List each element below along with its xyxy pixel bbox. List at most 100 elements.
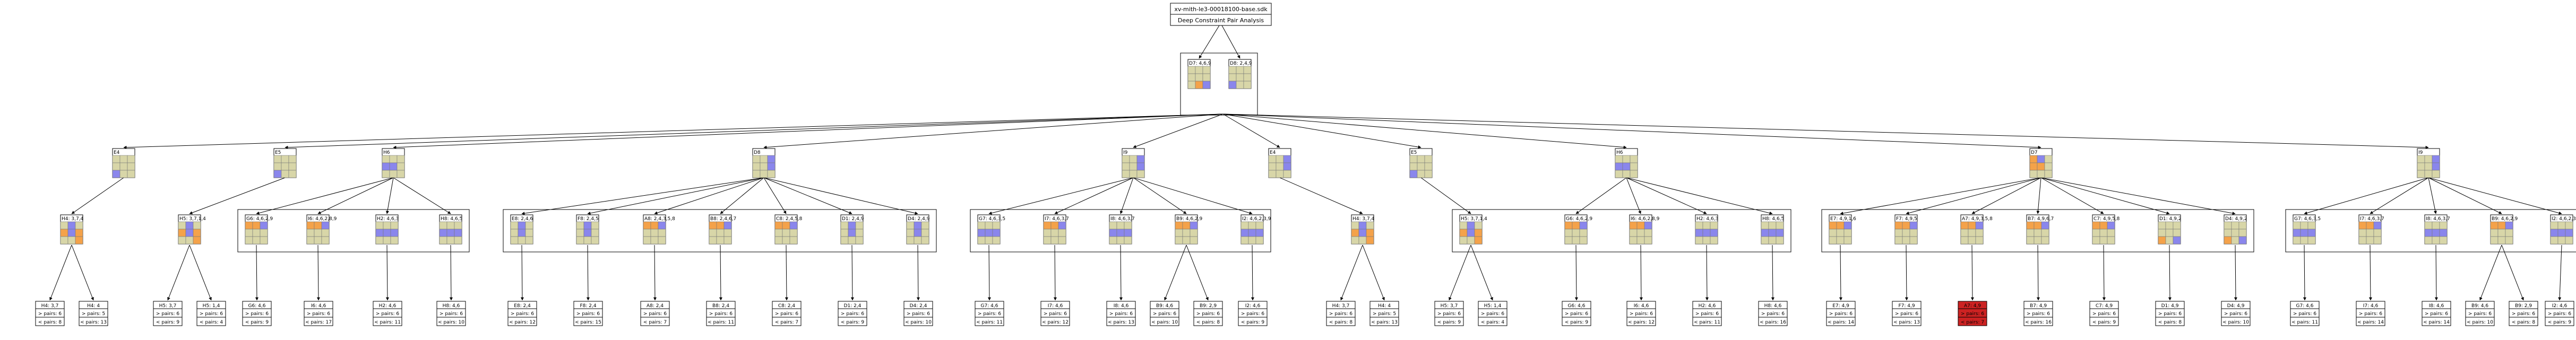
row2-node-33-label: I8: 4,6,3,7: [2426, 216, 2450, 222]
leaf-node-4: G6: 4,6> pairs: 6< pairs: 9: [242, 301, 272, 326]
leaf-pairs-lt: < pairs: 9: [1241, 320, 1264, 325]
leaf-pairs-lt: < pairs: 14: [2357, 320, 2384, 325]
leaf-pairs-lt: < pairs: 11: [374, 320, 401, 325]
row2-node-28: C7: 4,9,5,8: [2092, 214, 2120, 245]
row2-node-32: I7: 4,6,3,7: [2358, 214, 2384, 245]
leaf-node-23: H5: 3,7> pairs: 6< pairs: 9: [1434, 301, 1464, 326]
leaf-pairs-lt: < pairs: 9: [2548, 320, 2571, 325]
top-node-0: D7: 4,6,9: [1187, 59, 1211, 89]
row2-node-3-label: I6: 4,6,2,8,9: [308, 216, 337, 222]
row2-node-28-label: C7: 4,9,5,8: [2093, 216, 2120, 222]
row2-node-32-label: I7: 4,6,3,7: [2360, 216, 2384, 222]
row1-node-1-label: E5: [275, 150, 281, 155]
leaf-title: D4: 4,9: [2227, 303, 2245, 309]
leaf-pairs-lt: < pairs: 8: [38, 320, 62, 325]
leaf-pairs-lt: < pairs: 13: [1893, 320, 1920, 325]
leaf-node-30: F7: 4,9> pairs: 6< pairs: 13: [1892, 301, 1922, 326]
row1-node-6: E5: [1409, 148, 1433, 178]
leaf-node-8: E8: 2,4> pairs: 6< pairs: 12: [507, 301, 537, 326]
leaf-title: I6: 4,6: [1634, 303, 1649, 309]
sibling-frame-4: [1821, 209, 2254, 252]
leaf-pairs-lt: < pairs: 9: [841, 320, 864, 325]
leaf-pairs-lt: < pairs: 16: [2025, 320, 2052, 325]
leaf-pairs-gt: > pairs: 6: [2512, 311, 2535, 317]
row2-node-31-label: G7: 4,6,3,5: [2294, 216, 2321, 222]
row2-node-35: I2: 4,6,2,3,9: [2550, 214, 2576, 245]
leaf-title: H8: 4,6: [1764, 303, 1782, 309]
leaf-pairs-gt: > pairs: 6: [2027, 311, 2050, 317]
leaf-node-6: H2: 4,6> pairs: 6< pairs: 11: [373, 301, 402, 326]
leaf-title: H4: 4: [1378, 303, 1391, 309]
leaf-title: B9: 2,9: [2515, 303, 2532, 309]
leaf-node-26: I6: 4,6> pairs: 6< pairs: 12: [1626, 301, 1656, 326]
leaf-title: B9: 2,9: [1200, 303, 1217, 309]
row1-node-4-label: I9: [1123, 150, 1128, 155]
leaf-pairs-gt: > pairs: 6: [775, 311, 798, 317]
sibling-frame-2: [970, 209, 1271, 252]
leaf-pairs-lt: < pairs: 8: [2512, 320, 2535, 325]
leaf-title: A7: 4,9: [1964, 303, 1981, 309]
leaf-node-27: H2: 4,6> pairs: 6< pairs: 11: [1692, 301, 1722, 326]
leaf-pairs-gt: > pairs: 6: [907, 311, 930, 317]
leaf-pairs-lt: < pairs: 16: [1760, 320, 1786, 325]
row2-node-29: D1: 4,9,2: [2158, 214, 2181, 245]
row2-node-13: G7: 4,6,3,5: [977, 214, 1005, 245]
leaf-pairs-lt: < pairs: 7: [643, 320, 667, 325]
leaf-node-40: B9: 2,9 > pairs: 6 < pairs: 8: [2509, 301, 2538, 326]
sibling-frame-3: [1452, 209, 1791, 252]
leaf-title: B9: 4,6: [1156, 303, 1173, 309]
leaf-pairs-lt: < pairs: 8: [2158, 320, 2182, 325]
leaf-pairs-lt: < pairs: 12: [1042, 320, 1069, 325]
leaf-node-36: G7: 4,6> pairs: 6< pairs: 11: [2290, 301, 2320, 326]
leaf-node-16: I7: 4,6> pairs: 6< pairs: 12: [1040, 301, 1070, 326]
row1-node-7: H6: [1615, 148, 1638, 178]
row2-node-10: C8: 2,4,5,8: [774, 214, 803, 245]
header-filename: xv-mith-le3-00018100-base.sdk: [1174, 6, 1268, 13]
leaf-pairs-lt: < pairs: 13: [1108, 320, 1134, 325]
leaf-pairs-gt: > pairs: 5: [1373, 311, 1396, 317]
leaf-node-2: H5: 3,7> pairs: 6< pairs: 9: [153, 301, 183, 326]
leaf-title: I7: 4,6: [1048, 303, 1063, 309]
leaf-title: D4: 2,4: [910, 303, 927, 309]
row2-node-5-label: H8: 4,6,5: [441, 216, 462, 222]
leaf-node-14: D4: 2,4> pairs: 6< pairs: 10: [903, 301, 933, 326]
leaf-node-1: H4: 4> pairs: 5< pairs: 13: [79, 301, 108, 326]
leaf-pairs-gt: > pairs: 6: [38, 311, 62, 317]
leaf-node-29: E7: 4,9> pairs: 6< pairs: 14: [1826, 301, 1856, 326]
row2-node-17: I2: 4,6,2,3,9: [1240, 214, 1271, 245]
row2-node-21-label: I6: 4,6,2,8,9: [1631, 216, 1660, 222]
leaf-title: I6: 4,6: [311, 303, 326, 309]
row2-node-20: G6: 4,6,2,9: [1564, 214, 1592, 245]
leaf-pairs-lt: < pairs: 11: [708, 320, 734, 325]
row2-node-23-label: H8: 4,6,5: [1762, 216, 1784, 222]
row2-node-18-label: H4: 3,7,4: [1352, 216, 1375, 222]
leaf-pairs-lt: < pairs: 10: [438, 320, 464, 325]
leaf-pairs-gt: > pairs: 6: [376, 311, 399, 317]
leaf-pairs-gt: > pairs: 6: [1895, 311, 1918, 317]
row2-node-1-label: H5: 3,7,1,4: [179, 216, 206, 222]
row2-node-1: H5: 3,7,1,4: [178, 214, 206, 245]
leaf-pairs-lt: < pairs: 9: [1437, 320, 1461, 325]
top-node-0-label: D7: 4,6,9: [1189, 61, 1211, 66]
leaf-title: E8: 2,4: [514, 303, 531, 309]
leaf-pairs-gt: > pairs: 6: [1196, 311, 1220, 317]
leaf-title: H4: 4: [87, 303, 100, 309]
leaf-title: H5: 1,4: [203, 303, 220, 309]
leaf-pairs-gt: > pairs: 6: [2158, 311, 2182, 317]
leaf-pairs-gt: > pairs: 6: [1329, 311, 1352, 317]
leaf-title: F8: 2,4: [580, 303, 596, 309]
leaf-title: B8: 2,4: [712, 303, 729, 309]
row2-node-29-label: D1: 4,9,2: [2159, 216, 2181, 222]
row2-node-12-label: D4: 2,4,9: [908, 216, 930, 222]
leaf-pairs-lt: < pairs: 10: [2222, 320, 2249, 325]
row2-node-4-label: H2: 4,6,3: [377, 216, 399, 222]
header-box: xv-mith-le3-00018100-base.sdk Deep Const…: [1170, 3, 1272, 26]
leaf-pairs-lt: < pairs: 13: [80, 320, 107, 325]
row1-node-3-label: D8: [754, 150, 761, 155]
row2-node-2-label: G6: 4,6,2,9: [246, 216, 273, 222]
row2-node-8-label: A8: 2,4,3,5,8: [644, 216, 675, 222]
leaf-title: H8: 4,6: [443, 303, 460, 309]
leaf-node-20: I2: 4,6> pairs: 6< pairs: 9: [1238, 301, 1268, 326]
leaf-pairs-gt: > pairs: 6: [841, 311, 864, 317]
